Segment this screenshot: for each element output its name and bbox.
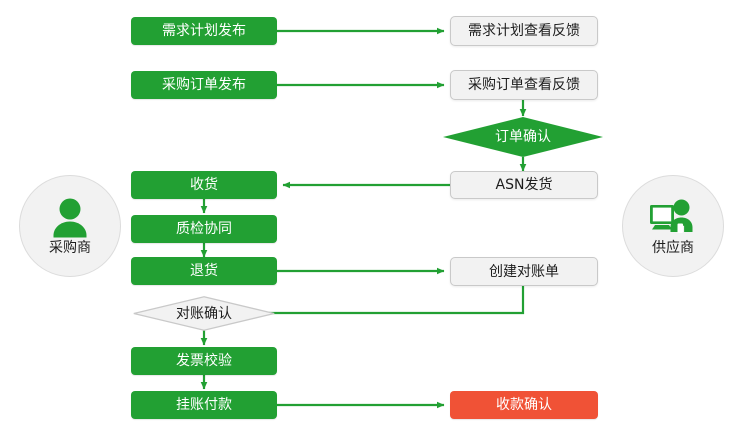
node-order-confirm[interactable]: 订单确认 xyxy=(443,117,603,157)
node-return-goods[interactable]: 退货 xyxy=(131,257,277,285)
actor-buyer-label: 采购商 xyxy=(49,239,91,256)
node-goods-receipt-label: 收货 xyxy=(190,177,218,193)
node-demand-plan-publish[interactable]: 需求计划发布 xyxy=(131,17,277,45)
node-goods-receipt[interactable]: 收货 xyxy=(131,171,277,199)
node-invoice-verify[interactable]: 发票校验 xyxy=(131,347,277,375)
edge-create-statement-to-statement-confirm xyxy=(228,286,525,317)
actor-buyer: 采购商 xyxy=(19,175,121,277)
node-invoice-verify-label: 发票校验 xyxy=(176,353,232,369)
node-po-feedback-label: 采购订单查看反馈 xyxy=(468,77,580,93)
node-asn-shipment[interactable]: ASN发货 xyxy=(450,171,598,199)
node-return-goods-label: 退货 xyxy=(190,263,218,279)
node-create-statement[interactable]: 创建对账单 xyxy=(450,257,598,286)
node-po-publish-label: 采购订单发布 xyxy=(162,77,246,93)
node-po-publish[interactable]: 采购订单发布 xyxy=(131,71,277,99)
person-at-computer-icon xyxy=(648,198,698,240)
node-demand-plan-feedback-label: 需求计划查看反馈 xyxy=(468,23,580,39)
node-quality-collab-label: 质检协同 xyxy=(176,221,232,237)
actor-supplier-label: 供应商 xyxy=(652,239,694,256)
node-payable-payment-label: 挂账付款 xyxy=(176,397,232,413)
node-payment-confirm[interactable]: 收款确认 xyxy=(450,391,598,419)
node-quality-collab[interactable]: 质检协同 xyxy=(131,215,277,243)
node-demand-plan-feedback[interactable]: 需求计划查看反馈 xyxy=(450,16,598,46)
node-asn-shipment-label: ASN发货 xyxy=(495,177,553,193)
node-demand-plan-publish-label: 需求计划发布 xyxy=(162,23,246,39)
node-po-feedback[interactable]: 采购订单查看反馈 xyxy=(450,70,598,100)
node-statement-confirm[interactable]: 对账确认 xyxy=(133,296,275,331)
actor-supplier: 供应商 xyxy=(622,175,724,277)
node-create-statement-label: 创建对账单 xyxy=(489,263,559,280)
person-icon xyxy=(48,198,92,240)
node-payable-payment[interactable]: 挂账付款 xyxy=(131,391,277,419)
node-payment-confirm-label: 收款确认 xyxy=(496,397,552,413)
